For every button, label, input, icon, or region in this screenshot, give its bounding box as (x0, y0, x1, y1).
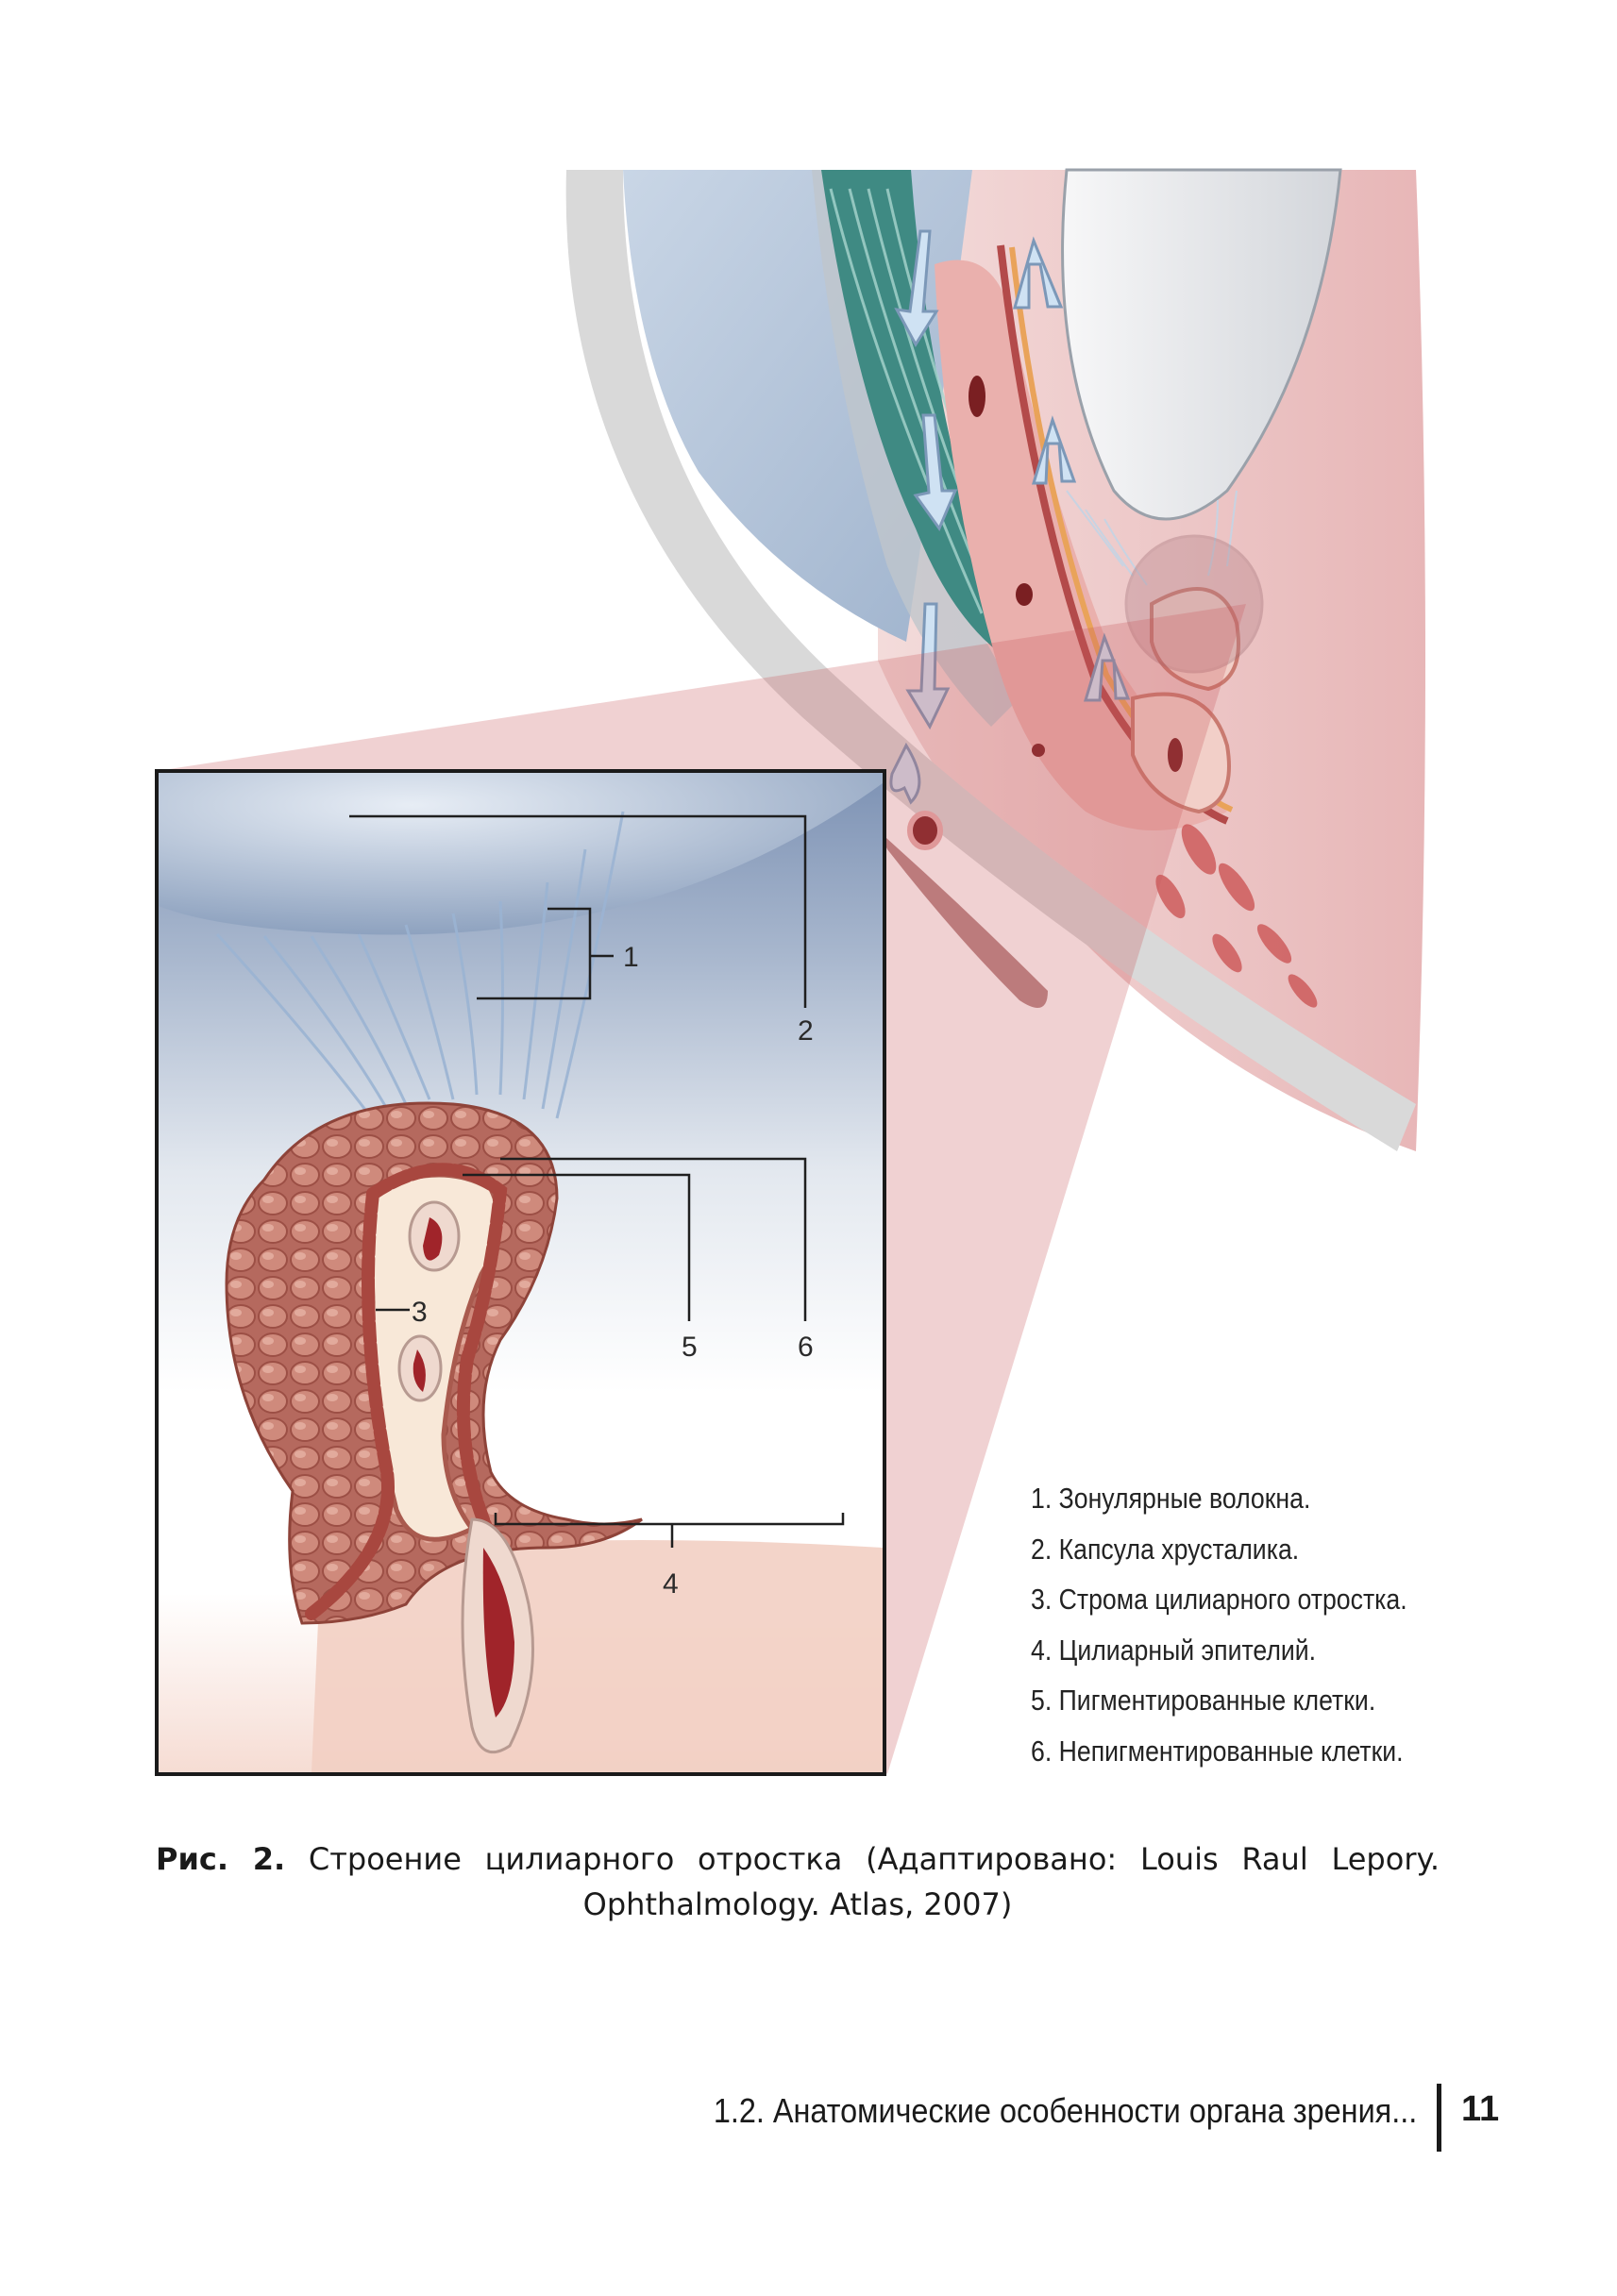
callout-2: 2 (798, 1015, 814, 1047)
page-number: 11 (1461, 2089, 1500, 2129)
legend-item: 2. Капсула хрусталика. (1031, 1532, 1300, 1566)
legend-item: 4. Цилиарный эпителий. (1031, 1633, 1317, 1667)
figure-caption: Рис. 2. Строение цилиарного отростка (Ад… (156, 1836, 1440, 1927)
callout-6: 6 (798, 1332, 814, 1363)
legend-item: 1. Зонулярные волокна. (1031, 1482, 1311, 1515)
caption-label: Рис. 2. (156, 1841, 286, 1877)
callout-4: 4 (663, 1568, 679, 1600)
running-header-title: 1.2. Анатомические особенности органа зр… (713, 2091, 1417, 2130)
page-footer: 1.2. Анатомические особенности органа зр… (0, 2084, 1617, 2159)
legend-item: 6. Непигментированные клетки. (1031, 1734, 1404, 1768)
callout-3: 3 (412, 1297, 428, 1328)
footer-divider (1437, 2084, 1441, 2152)
legend-item: 3. Строма цилиарного отростка. (1031, 1583, 1407, 1616)
legend-item: 5. Пигментированные клетки. (1031, 1684, 1376, 1717)
callout-5: 5 (682, 1332, 698, 1363)
inset-panel: 1 2 3 4 5 6 (155, 769, 886, 1776)
eye-cross-section (565, 168, 1425, 1151)
caption-text: Строение цилиарного отростка (Адаптирова… (308, 1841, 1440, 1922)
figure-legend: 1. Зонулярные волокна. 2. Капсула хруста… (1031, 1480, 1486, 1783)
callout-1: 1 (623, 942, 639, 973)
